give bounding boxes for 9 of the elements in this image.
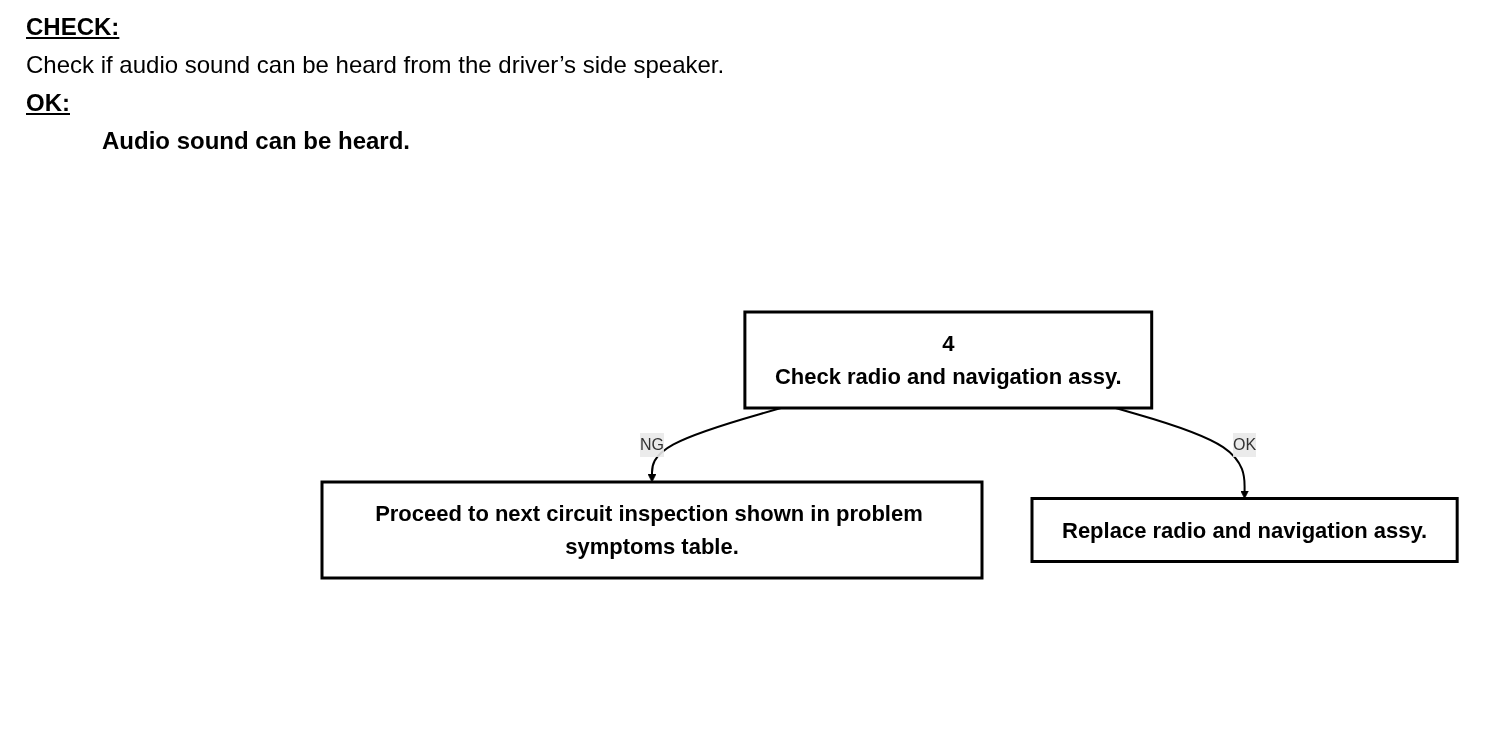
node-box: Replace radio and navigation assy.: [1030, 497, 1460, 563]
instruction-text: Check if audio sound can be heard from the driver’s side speaker.: [26, 51, 725, 78]
edge-label: OK: [1233, 436, 1257, 453]
heading-label: CHECK:: [26, 13, 120, 40]
node-box: Proceed to next circuit inspection shown in problem symptoms table.: [320, 480, 984, 580]
criterion-text: Audio sound can be heard.: [101, 127, 411, 154]
heading-label: OK:: [26, 89, 70, 116]
node-box: 4 Check radio and navigation assy.: [743, 310, 1154, 410]
edge-label: NG: [640, 436, 665, 453]
